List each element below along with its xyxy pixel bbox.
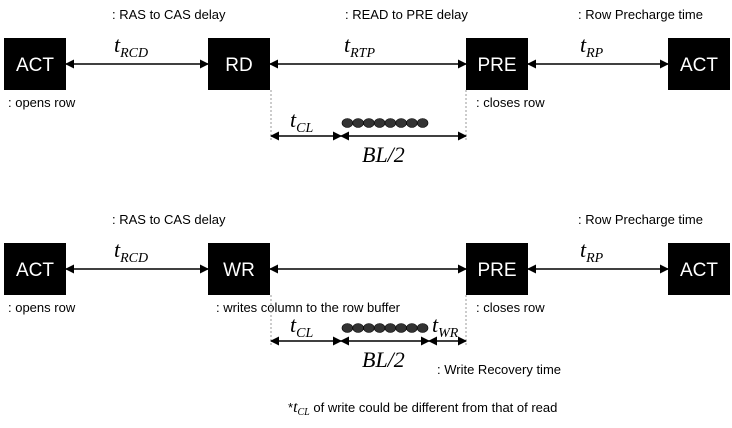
box-label: ACT bbox=[680, 260, 718, 281]
box-label: PRE bbox=[477, 55, 516, 76]
box-label: ACT bbox=[680, 55, 718, 76]
param-rp-write: tRP bbox=[580, 237, 604, 266]
box-pre-2: PRE bbox=[466, 243, 528, 295]
param-rcd-read: tRCD bbox=[114, 32, 148, 61]
burst-beat bbox=[416, 118, 429, 128]
param-rtp: tRTP bbox=[344, 32, 375, 61]
burst-beat bbox=[341, 323, 354, 333]
note-closes-row-write: : closes row bbox=[476, 300, 545, 315]
box-act-1: ACT bbox=[4, 38, 66, 90]
box-act-4: ACT bbox=[668, 243, 730, 295]
box-label: ACT bbox=[16, 55, 54, 76]
note-rp-write: : Row Precharge time bbox=[578, 212, 703, 227]
box-wr: WR bbox=[208, 243, 270, 295]
note-closes-row-read: : closes row bbox=[476, 95, 545, 110]
box-label: PRE bbox=[477, 260, 516, 281]
note-rcd-write: : RAS to CAS delay bbox=[112, 212, 226, 227]
burst-beat bbox=[363, 118, 375, 128]
note-opens-row-write: : opens row bbox=[8, 300, 76, 315]
write-timeline: : RAS to CAS delay : Row Precharge time … bbox=[4, 212, 730, 377]
read-timeline: : RAS to CAS delay : READ to PRE delay :… bbox=[4, 7, 730, 167]
burst-beat bbox=[395, 118, 407, 128]
note-rtp: : READ to PRE delay bbox=[345, 7, 468, 22]
param-cl-read: tCL bbox=[290, 107, 313, 136]
note-rp-read: : Row Precharge time bbox=[578, 7, 703, 22]
footnote: *tCL of write could be different from th… bbox=[288, 399, 557, 418]
burst-beat bbox=[352, 323, 364, 333]
burst-beat bbox=[373, 118, 386, 128]
burst-label-read: BL/2 bbox=[362, 142, 405, 167]
box-act-2: ACT bbox=[668, 38, 730, 90]
note-write-recovery: : Write Recovery time bbox=[437, 362, 561, 377]
burst-beat bbox=[406, 118, 418, 128]
burst-read bbox=[341, 118, 429, 128]
param-cl-write: tCL bbox=[290, 312, 313, 341]
note-opens-row-read: : opens row bbox=[8, 95, 76, 110]
burst-beat bbox=[384, 323, 397, 333]
box-rd: RD bbox=[208, 38, 270, 90]
param-wr: tWR bbox=[432, 312, 459, 341]
burst-beat bbox=[373, 323, 386, 333]
burst-beat bbox=[363, 323, 375, 333]
burst-label-write: BL/2 bbox=[362, 347, 405, 372]
note-writes-column: : writes column to the row buffer bbox=[216, 300, 401, 315]
burst-beat bbox=[416, 323, 429, 333]
box-act-3: ACT bbox=[4, 243, 66, 295]
note-rcd-read: : RAS to CAS delay bbox=[112, 7, 226, 22]
box-label: WR bbox=[223, 260, 255, 281]
burst-beat bbox=[341, 118, 354, 128]
param-rcd-write: tRCD bbox=[114, 237, 148, 266]
box-pre: PRE bbox=[466, 38, 528, 90]
burst-beat bbox=[395, 323, 407, 333]
param-rp-read: tRP bbox=[580, 32, 604, 61]
burst-beat bbox=[352, 118, 364, 128]
burst-write bbox=[341, 323, 429, 333]
box-label: ACT bbox=[16, 260, 54, 281]
burst-beat bbox=[406, 323, 418, 333]
burst-beat bbox=[384, 118, 397, 128]
box-label: RD bbox=[225, 55, 252, 76]
